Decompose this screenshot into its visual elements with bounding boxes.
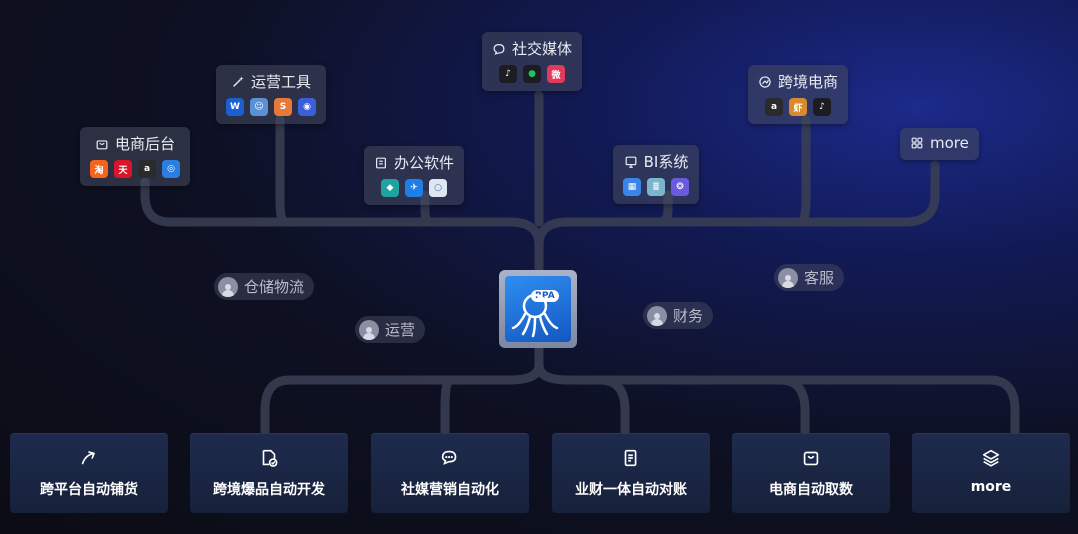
role-warehouse: 仓储物流: [214, 273, 315, 300]
rpa-hub: RPA: [499, 270, 577, 348]
role-customer-service: 客服: [774, 264, 845, 291]
tiktok-logo: ♪: [499, 65, 517, 83]
jd-logo: ◎: [162, 160, 180, 178]
avatar-icon: [359, 319, 379, 340]
card-more[interactable]: more: [912, 433, 1070, 513]
category-title: 社交媒体: [512, 40, 573, 58]
card-label: 跨境爆品自动开发: [213, 482, 325, 498]
category-title: 电商后台: [114, 135, 175, 153]
category-title: more: [930, 134, 969, 152]
bag-icon: [96, 139, 108, 149]
card-cross-border-product-dev[interactable]: 跨境爆品自动开发: [190, 433, 348, 513]
bi3-logo: ❂: [671, 178, 689, 196]
w-logo: W: [226, 98, 244, 116]
role-label: 客服: [804, 269, 835, 287]
category-cross-border[interactable]: 跨境电商 a 虾 ♪: [748, 65, 849, 124]
building-icon: [376, 157, 386, 168]
dingtalk-logo: ✈: [405, 179, 423, 197]
feishu-logo: ◆: [381, 179, 399, 197]
category-social-media[interactable]: 社交媒体 ♪ ● 微: [482, 32, 583, 91]
card-social-marketing[interactable]: 社媒营销自动化: [371, 433, 529, 513]
ledger-icon: [624, 449, 637, 467]
tmall-logo: 天: [114, 160, 132, 178]
bi2-logo: ≣: [647, 178, 665, 196]
category-title: 运营工具: [250, 73, 311, 91]
robot-logo: ☺: [250, 98, 268, 116]
taobao-logo: 淘: [90, 160, 108, 178]
amazon-logo: a: [138, 160, 156, 178]
s-logo: S: [274, 98, 292, 116]
chat-icon: [441, 450, 457, 465]
category-more[interactable]: more: [900, 128, 979, 160]
arrow-icon: [81, 451, 95, 465]
avatar-icon: [218, 276, 238, 297]
card-cross-platform-listing[interactable]: 跨平台自动铺货: [10, 433, 168, 513]
role-finance: 财务: [643, 302, 714, 329]
chat-icon: [493, 43, 505, 55]
category-office-software[interactable]: 办公软件 ◆ ✈ ○: [364, 146, 465, 205]
octopus-icon: RPA: [505, 276, 571, 342]
category-title: 办公软件: [394, 154, 455, 172]
card-label: 跨平台自动铺货: [40, 482, 138, 498]
category-ecommerce-backend[interactable]: 电商后台 淘 天 a ◎: [80, 127, 190, 186]
card-label: 业财一体自动对账: [575, 482, 687, 498]
tiktok-logo: ♪: [813, 98, 831, 116]
role-operations: 运营: [355, 316, 426, 343]
weibo-logo: 微: [547, 65, 565, 83]
category-title: 跨境电商: [778, 73, 839, 91]
role-label: 运营: [385, 321, 416, 339]
card-finance-reconciliation[interactable]: 业财一体自动对账: [552, 433, 710, 513]
hub-label: RPA: [531, 290, 559, 302]
card-label: 社媒营销自动化: [401, 482, 499, 498]
shopee-logo: 虾: [789, 98, 807, 116]
qiwei-logo: ○: [429, 179, 447, 197]
category-bi-system[interactable]: BI系统 ▦ ≣ ❂: [613, 145, 699, 204]
category-operations-tools[interactable]: 运营工具 W ☺ S ◉: [216, 65, 326, 124]
doc-check-icon: [262, 449, 278, 467]
avatar-icon: [778, 267, 798, 288]
globe-logo: ◉: [298, 98, 316, 116]
card-ecommerce-data-fetch[interactable]: 电商自动取数: [732, 433, 890, 513]
role-label: 财务: [673, 307, 704, 325]
card-label: more: [970, 479, 1012, 495]
role-label: 仓储物流: [244, 278, 305, 296]
bag-icon: [803, 451, 819, 466]
category-title: BI系统: [643, 153, 689, 171]
card-label: 电商自动取数: [769, 482, 853, 498]
wechat-logo: ●: [523, 65, 541, 83]
layers-icon: [982, 449, 1000, 467]
avatar-icon: [647, 305, 667, 326]
magic-wand-icon: [233, 75, 244, 87]
globe-icon: [759, 75, 771, 88]
amazon-logo: a: [765, 98, 783, 116]
monitor-icon: [625, 156, 637, 168]
bi1-logo: ▦: [623, 178, 641, 196]
grid-icon: [911, 137, 923, 149]
